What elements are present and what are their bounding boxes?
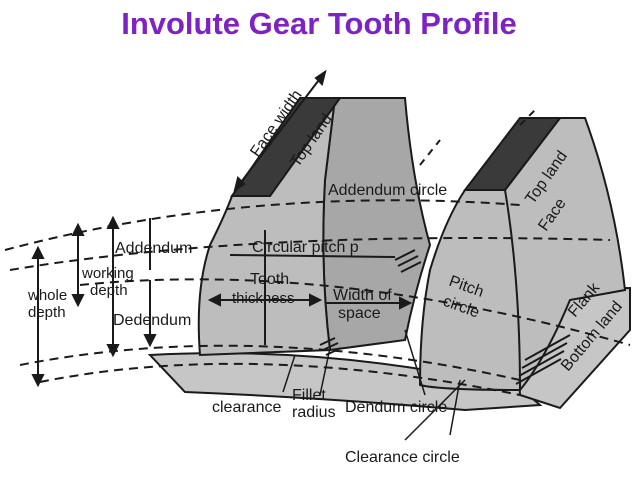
right-tooth-face: [418, 117, 627, 392]
left-tooth-top-land: [230, 97, 342, 197]
fillet-hatching: [319, 249, 571, 385]
left-tooth-face: [197, 97, 336, 357]
label-thickness: thickness: [232, 290, 295, 307]
right-tooth-top-land: [462, 117, 563, 191]
label-clearance-circle: Clearance circle: [345, 449, 460, 466]
page-title: Involute Gear Tooth Profile: [121, 6, 517, 41]
pitch-dimension-lines: [207, 230, 413, 345]
label-clearance: clearance: [212, 399, 281, 416]
label-addendum: Addendum: [115, 240, 192, 257]
label-circular-pitch: Circular pitch p: [252, 239, 359, 256]
label-addendum-circle: Addendum circle: [328, 182, 447, 199]
pitch-circle-line: [79, 278, 631, 346]
label-fillet: Fillet: [292, 387, 326, 404]
dedendum-circle-line: [19, 344, 521, 381]
label-dendum-circle: Dendum circle: [345, 399, 447, 416]
depth-dimension-lines: [31, 215, 157, 388]
working-depth-line: [9, 237, 611, 271]
leader-lines: [282, 329, 466, 441]
label-width-of: Width of: [333, 287, 392, 304]
face-width-arrow: [233, 69, 327, 193]
face-width-guide: [419, 139, 441, 166]
label-whole-depth: depth: [28, 304, 66, 321]
addendum-circle-line: [4, 199, 521, 251]
label-working-depth: depth: [90, 282, 128, 299]
label-tooth: Tooth: [250, 271, 289, 288]
clearance-circle-line: [39, 362, 521, 396]
label-space: space: [338, 305, 381, 322]
right-tooth-edge: [504, 189, 521, 391]
right-top-guide: [519, 109, 536, 126]
label-working: working: [81, 265, 134, 282]
label-dedendum: Dedendum: [113, 312, 191, 329]
label-whole: whole: [27, 287, 67, 304]
label-radius: radius: [292, 404, 336, 421]
